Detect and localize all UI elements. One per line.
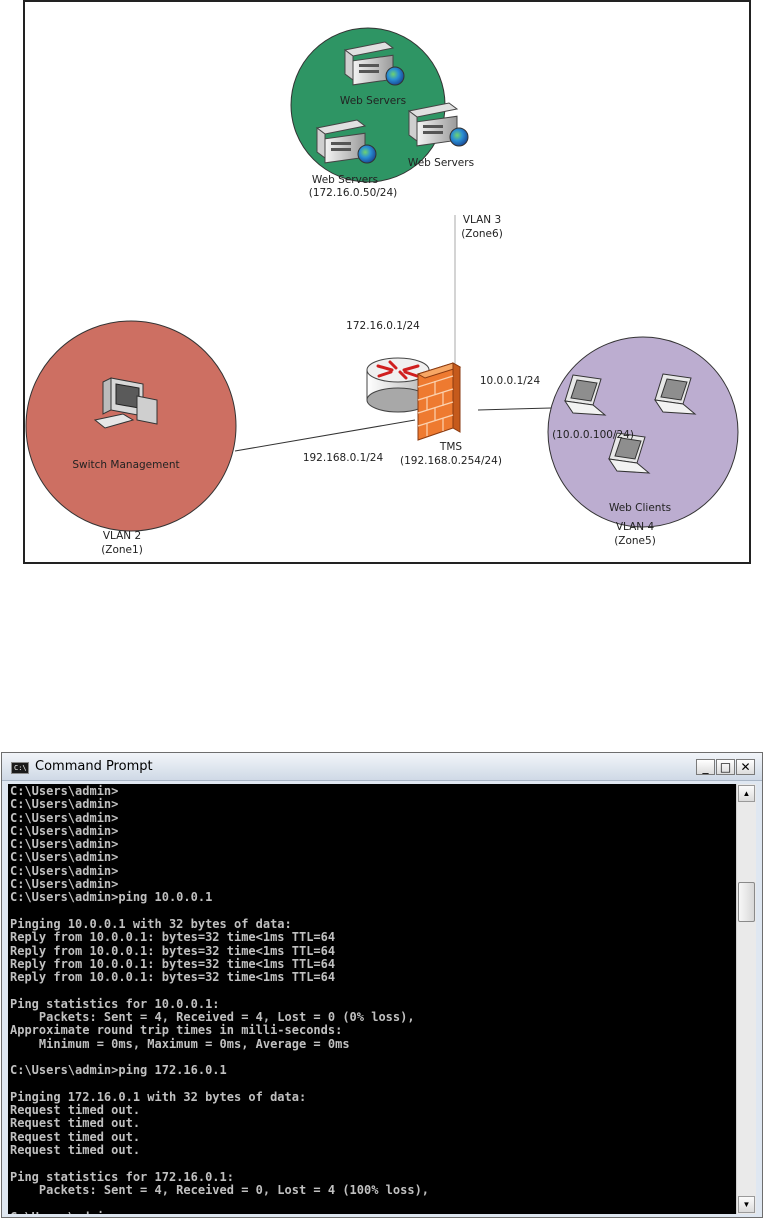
vlan2-label: VLAN 2: [103, 530, 141, 542]
console-line: C:\Users\admin>ping 172.16.0.1: [10, 1063, 227, 1078]
firewall-icon: [416, 362, 462, 441]
console-line: Pinging 10.0.0.1 with 32 bytes of data:: [10, 916, 292, 931]
console-line: Reply from 10.0.0.1: bytes=32 time<1ms T…: [10, 930, 336, 945]
switch-management-label: Switch Management: [72, 459, 179, 471]
server-left-ip: (172.16.0.50/24): [309, 187, 398, 199]
server-top-label: Web Servers: [340, 95, 406, 107]
console-line: [10, 1197, 736, 1210]
console-line: Minimum = 0ms, Maximum = 0ms, Average = …: [10, 1036, 350, 1051]
command-prompt-window: C:\ Command Prompt _ □ ✕ C:\Users\admin>…: [1, 752, 763, 1218]
console-line: C:\Users\admin>ping 10.0.0.1: [10, 890, 213, 905]
console-line: [10, 1157, 736, 1170]
window-title: Command Prompt: [35, 759, 153, 774]
console-line: C:\Users\admin>: [10, 797, 119, 812]
router-icon: [366, 357, 430, 413]
console-line: Request timed out.: [10, 1143, 141, 1158]
console-line: C:\Users\admin>: [10, 850, 119, 865]
console-line: Reply from 10.0.0.1: bytes=32 time<1ms T…: [10, 970, 336, 985]
tms-if-vlan4-label: 10.0.0.1/24: [480, 375, 541, 387]
zone1-circle: [25, 320, 237, 532]
web-client-laptop-left-icon: [563, 374, 607, 416]
link-tms-vlan2: [234, 419, 416, 452]
title-bar[interactable]: C:\ Command Prompt _ □ ✕: [2, 753, 762, 781]
console-line: Request timed out.: [10, 1129, 141, 1144]
tms-if-vlan2-label: 192.168.0.1/24: [303, 452, 384, 464]
tms-label: TMS: [439, 441, 462, 453]
console-line: Ping statistics for 172.16.0.1:: [10, 1169, 234, 1184]
web-client-laptop-bottom-icon: [607, 432, 651, 474]
console-line: Ping statistics for 10.0.0.1:: [10, 996, 220, 1011]
client-ip-label: (10.0.0.100/24): [552, 429, 634, 441]
console-line: Reply from 10.0.0.1: bytes=32 time<1ms T…: [10, 956, 336, 971]
console-line: C:\Users\admin>: [10, 863, 119, 878]
scrollbar-thumb[interactable]: [738, 882, 755, 922]
web-clients-label: Web Clients: [609, 502, 671, 514]
console-line: [10, 905, 736, 918]
scroll-up-arrow-icon[interactable]: ▲: [738, 785, 755, 802]
vlan3-label: VLAN 3: [463, 214, 501, 226]
link-tms-vlan4: [477, 407, 552, 411]
network-diagram: Web Servers Web Servers (172.16.0.50/24)…: [23, 0, 751, 564]
zone6-label: (Zone6): [461, 228, 503, 240]
maximize-button[interactable]: □: [716, 759, 735, 775]
console-line: Request timed out.: [10, 1116, 141, 1131]
zone1-label: (Zone1): [101, 544, 143, 556]
console-line: C:\Users\admin>: [10, 837, 119, 852]
console-line: C:\Users\admin>: [10, 784, 119, 798]
console-line: Approximate round trip times in milli-se…: [10, 1023, 343, 1038]
scroll-down-arrow-icon[interactable]: ▼: [738, 1196, 755, 1213]
tms-ip-label: (192.168.0.254/24): [400, 455, 502, 467]
console-line: Packets: Sent = 4, Received = 0, Lost = …: [10, 1182, 430, 1197]
console-line: Reply from 10.0.0.1: bytes=32 time<1ms T…: [10, 943, 336, 958]
vertical-scrollbar[interactable]: ▲ ▼: [736, 784, 756, 1214]
web-client-laptop-right-icon: [653, 373, 697, 415]
close-button[interactable]: ✕: [736, 759, 755, 775]
console-output[interactable]: C:\Users\admin>C:\Users\admin>C:\Users\a…: [8, 784, 736, 1214]
minimize-button[interactable]: _: [696, 759, 715, 775]
console-line: C:\Users\admin>: [10, 823, 119, 838]
console-line: Packets: Sent = 4, Received = 4, Lost = …: [10, 1010, 415, 1025]
console-line: C:\Users\admin>: [10, 1210, 736, 1214]
console-lines: C:\Users\admin>C:\Users\admin>C:\Users\a…: [8, 784, 736, 1214]
web-server-top-icon: [343, 41, 405, 86]
console-line: Pinging 172.16.0.1 with 32 bytes of data…: [10, 1089, 307, 1104]
web-server-left-icon: [315, 119, 377, 164]
zone5-label: (Zone5): [614, 535, 656, 547]
web-server-right-icon: [407, 102, 469, 147]
console-line: [10, 1078, 736, 1091]
tms-if-vlan3-label: 172.16.0.1/24: [346, 320, 420, 332]
network-diagram-svg: Web Servers Web Servers (172.16.0.50/24)…: [23, 0, 751, 564]
server-left-label: Web Servers: [312, 174, 378, 186]
console-line: [10, 984, 736, 997]
console-line: Request timed out.: [10, 1103, 141, 1118]
server-right-label: Web Servers: [408, 157, 474, 169]
cmd-app-icon[interactable]: C:\: [11, 762, 29, 774]
console-line: [10, 1051, 736, 1064]
vlan4-label: VLAN 4: [616, 521, 655, 533]
console-line: C:\Users\admin>: [10, 877, 119, 892]
switch-management-computer-icon: [93, 377, 158, 429]
console-line: C:\Users\admin>: [10, 810, 119, 825]
